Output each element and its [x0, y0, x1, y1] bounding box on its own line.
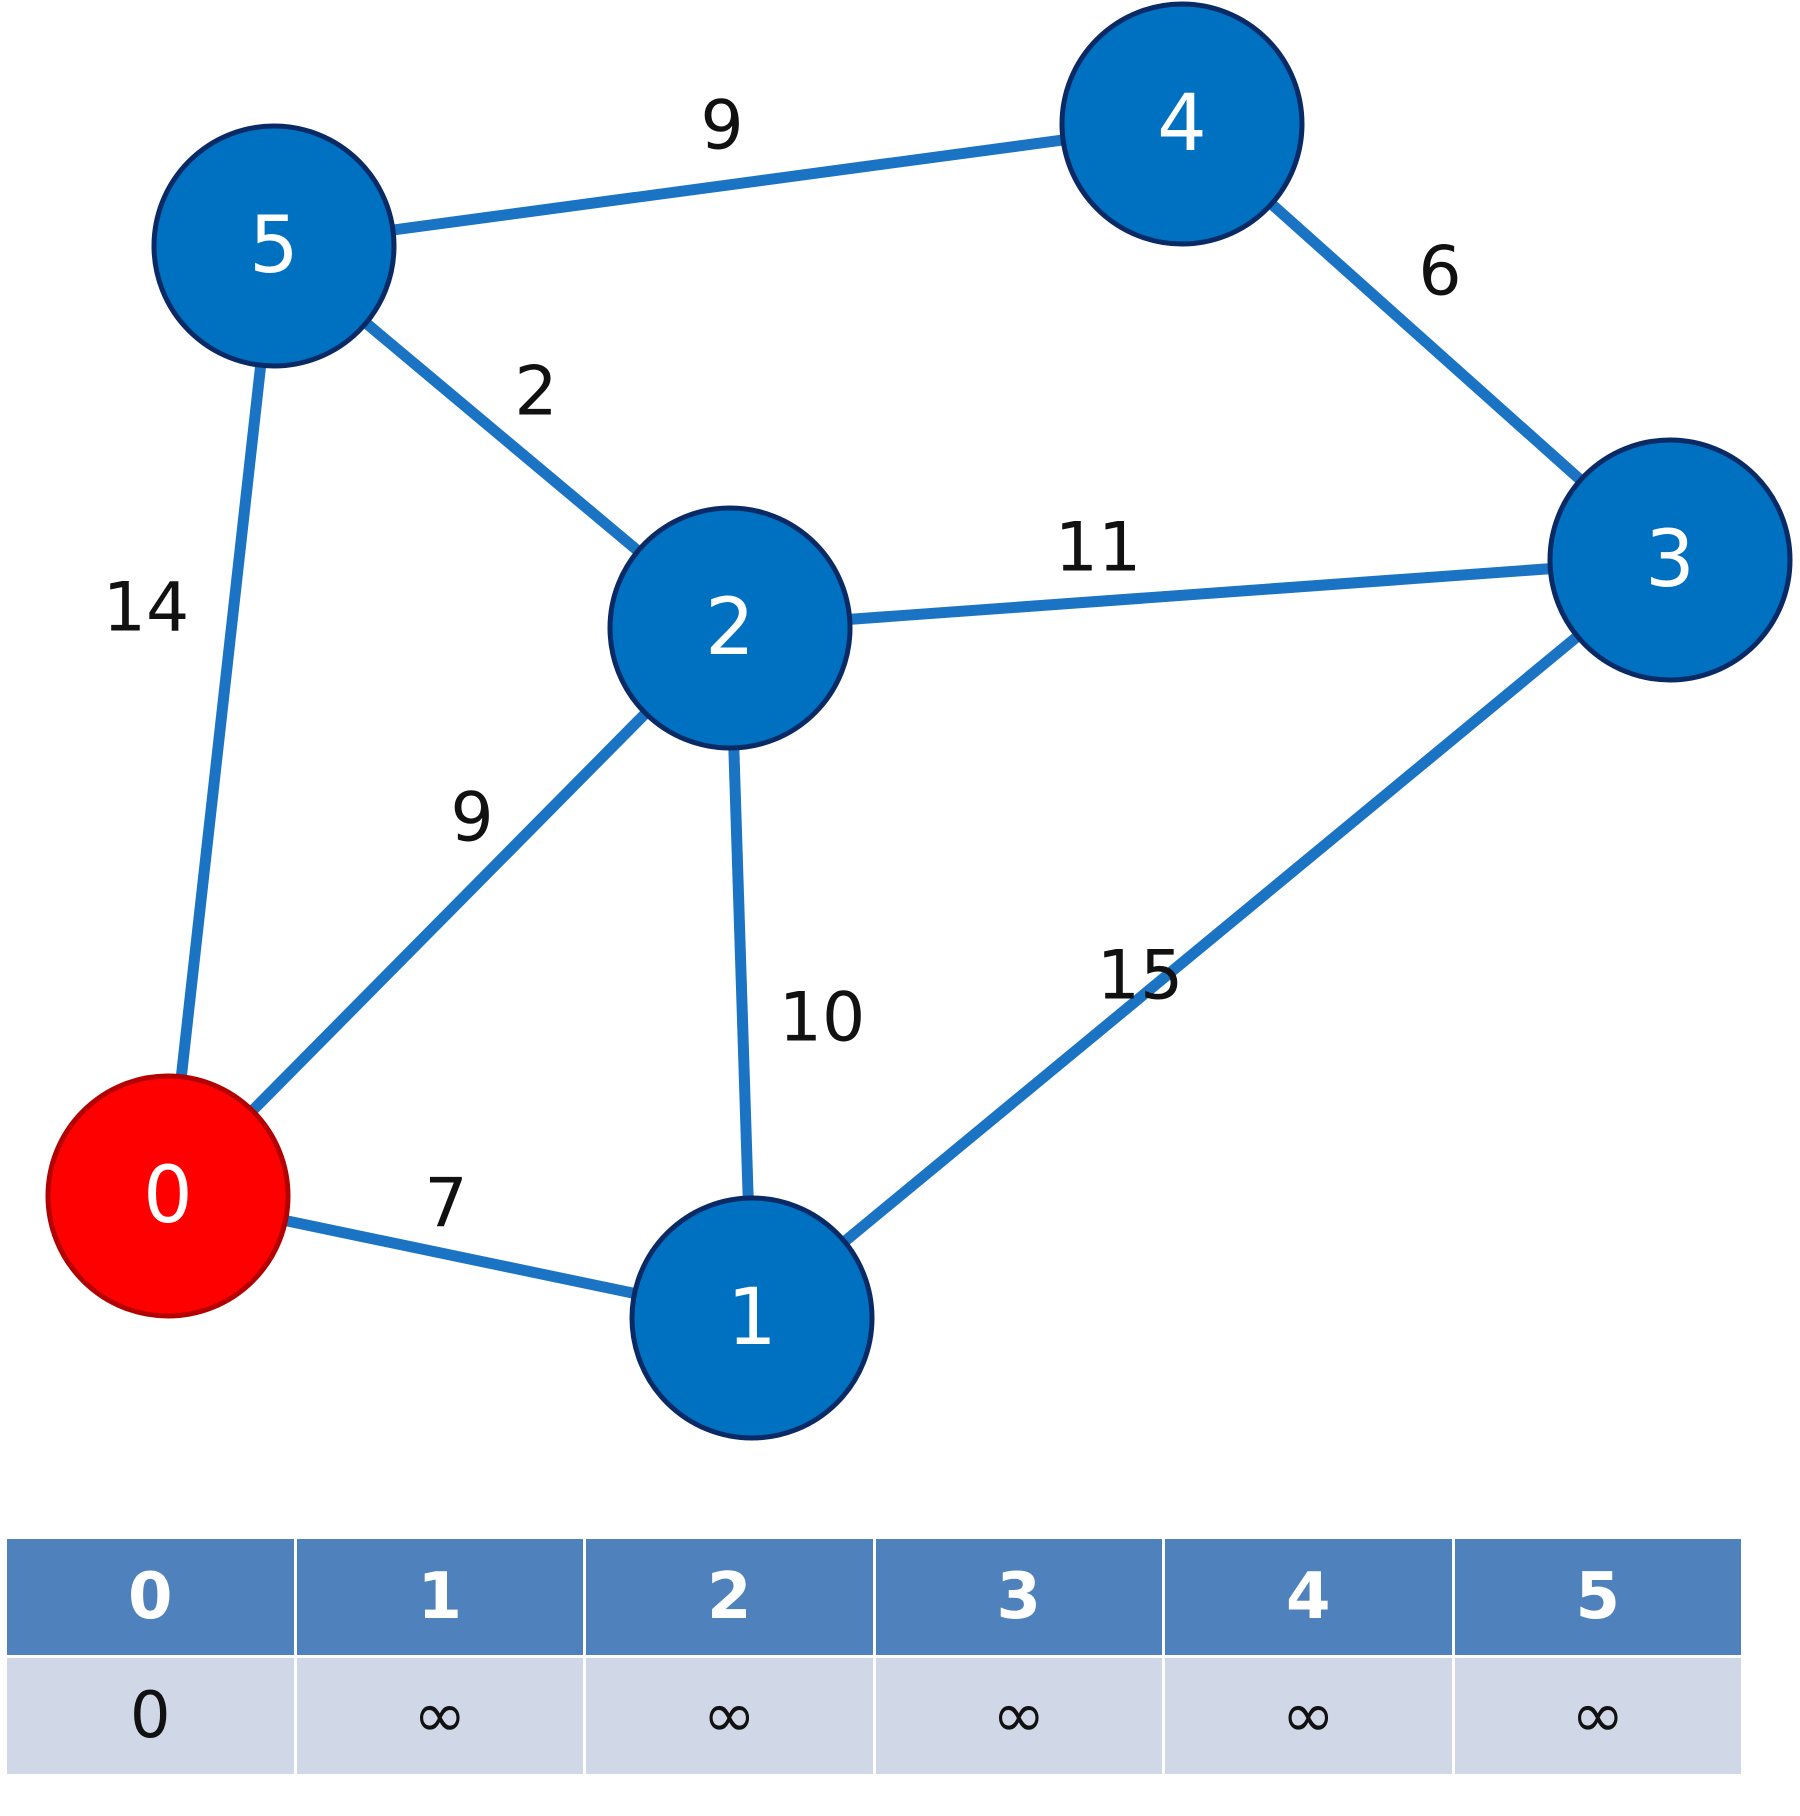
node-1: 1	[629, 1195, 875, 1441]
edge-5-4	[273, 118, 1183, 252]
edge-weight-4-3: 6	[1418, 233, 1461, 312]
distance-header-5: 5	[1454, 1539, 1741, 1655]
distance-value-2: ∞	[586, 1658, 873, 1774]
distance-header-2: 2	[586, 1539, 873, 1655]
node-5: 5	[151, 123, 397, 369]
distance-header-1: 1	[296, 1539, 583, 1655]
edge-weight-0-2: 9	[450, 779, 493, 858]
node-0: 0	[45, 1073, 291, 1319]
distance-table: 0 1 2 3 4 5 0 ∞ ∞ ∞ ∞ ∞	[4, 1536, 1744, 1777]
edge-weight-0-1: 7	[424, 1165, 467, 1244]
node-circle-0	[45, 1073, 291, 1319]
edge-2-3	[729, 554, 1671, 634]
edges-layer: 9 6 2 14 11 9 10 15 7	[103, 87, 1674, 1324]
edge-5-0	[162, 245, 280, 1197]
node-circle-3	[1547, 437, 1793, 683]
distance-value-3: ∞	[875, 1658, 1162, 1774]
edge-weight-5-2: 2	[514, 353, 557, 432]
node-circle-1	[629, 1195, 875, 1441]
distance-value-0: 0	[7, 1658, 294, 1774]
distance-value-1: ∞	[296, 1658, 583, 1774]
edge-weight-2-3: 11	[1055, 509, 1142, 588]
distance-table-header-row: 0 1 2 3 4 5	[7, 1539, 1741, 1655]
distance-table-value-row: 0 ∞ ∞ ∞ ∞ ∞	[7, 1658, 1741, 1774]
distance-header-4: 4	[1165, 1539, 1452, 1655]
distance-value-5: ∞	[1454, 1658, 1741, 1774]
distance-value-4: ∞	[1165, 1658, 1452, 1774]
node-4: 4	[1059, 1, 1305, 247]
distance-header-3: 3	[875, 1539, 1162, 1655]
edge-weight-5-0: 14	[103, 569, 190, 648]
node-label-1: 1	[727, 1273, 777, 1363]
node-label-3: 3	[1645, 515, 1695, 605]
node-2: 2	[607, 505, 853, 751]
node-circle-2	[607, 505, 853, 751]
node-3: 3	[1547, 437, 1793, 683]
node-circle-4	[1059, 1, 1305, 247]
edge-weight-1-3: 15	[1097, 937, 1184, 1016]
node-label-4: 4	[1157, 79, 1207, 169]
node-label-5: 5	[249, 201, 299, 291]
edge-weight-5-4: 9	[700, 87, 743, 166]
edge-0-2	[164, 624, 734, 1200]
distance-header-0: 0	[7, 1539, 294, 1655]
node-label-0: 0	[143, 1151, 193, 1241]
node-label-2: 2	[705, 583, 755, 673]
graph-diagram: 9 6 2 14 11 9 10 15 7 0 1 2 3 4 5	[45, 1, 1793, 1441]
node-circle-5	[151, 123, 397, 369]
edge-weight-2-1: 10	[779, 979, 866, 1058]
nodes-layer: 0 1 2 3 4 5	[45, 1, 1793, 1441]
edge-1-3	[748, 555, 1674, 1323]
